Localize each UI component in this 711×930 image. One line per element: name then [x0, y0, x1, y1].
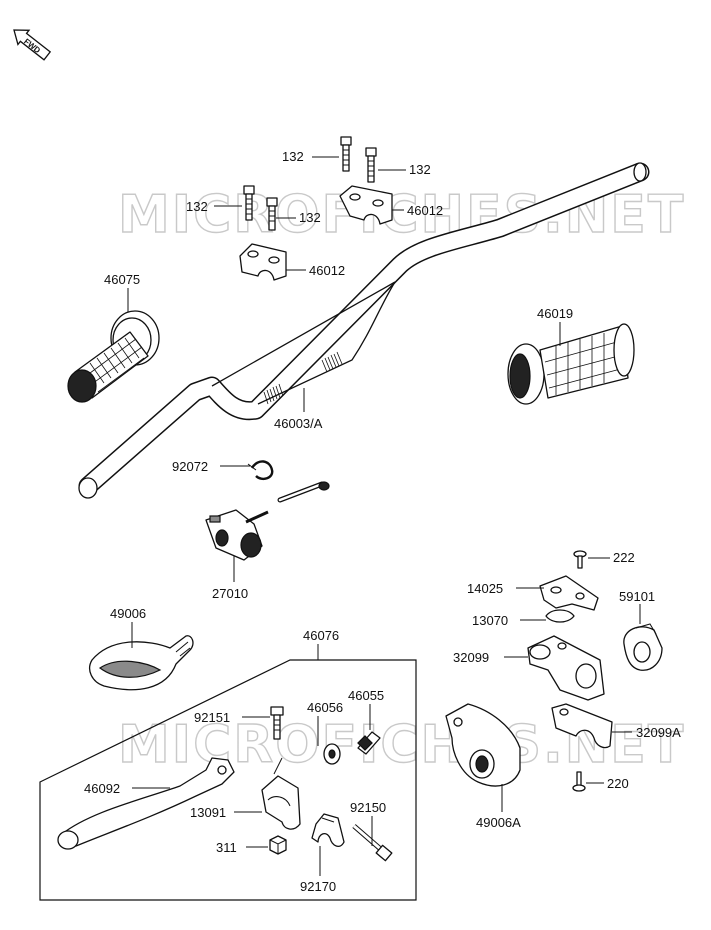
lever-clamp-92170	[311, 813, 345, 847]
handlebar-clamp-lower	[239, 243, 287, 281]
lever-assembly-box	[39, 659, 417, 901]
label-132-c: 132	[186, 199, 208, 214]
kill-switch	[205, 481, 330, 561]
label-46092: 46092	[84, 781, 120, 796]
clutch-lever	[57, 757, 235, 850]
bolt-92150	[352, 824, 393, 862]
label-46076: 46076	[303, 628, 339, 643]
nut-311	[269, 835, 287, 855]
label-132-b: 132	[409, 162, 431, 177]
throttle-guide-59101	[623, 623, 663, 671]
grip-right	[507, 323, 635, 405]
bolt-132-a	[340, 136, 352, 172]
label-13070: 13070	[472, 613, 508, 628]
label-14025: 14025	[467, 581, 503, 596]
fwd-arrow-icon: FWD	[13, 29, 52, 61]
throttle-cap-14025	[539, 575, 599, 611]
lever-holder-13091	[261, 757, 301, 830]
label-92170: 92170	[300, 879, 336, 894]
label-222: 222	[613, 550, 635, 565]
label-46056: 46056	[307, 700, 343, 715]
screw-220	[572, 771, 586, 792]
label-132-a: 132	[282, 149, 304, 164]
throttle-case-32099	[527, 635, 605, 701]
bolt-132-b	[365, 147, 377, 183]
screw-222	[573, 550, 587, 569]
label-46012-upper: 46012	[407, 203, 443, 218]
label-311: 311	[216, 840, 237, 855]
adjuster-46056	[323, 743, 341, 765]
label-92151: 92151	[194, 710, 230, 725]
handlebar	[78, 162, 650, 499]
adjuster-bolt-46055	[357, 731, 381, 755]
label-132-d: 132	[299, 210, 321, 225]
bolt-132-d	[266, 197, 278, 231]
label-32099: 32099	[453, 650, 489, 665]
label-32099A: 32099A	[636, 725, 681, 740]
label-92150: 92150	[350, 800, 386, 815]
label-92072: 92072	[172, 459, 208, 474]
label-59101: 59101	[619, 589, 655, 604]
handlebar-clamp-upper	[339, 185, 393, 225]
label-46012-lower: 46012	[309, 263, 345, 278]
bolt-92151	[270, 706, 284, 740]
gasket-13070	[545, 609, 575, 623]
label-220: 220	[607, 776, 629, 791]
label-46075: 46075	[104, 272, 140, 287]
hose-band	[247, 460, 274, 481]
label-46019: 46019	[537, 306, 573, 321]
leader-lines	[127, 156, 641, 876]
lever-cover	[89, 635, 194, 691]
throttle-case-32099A	[551, 703, 613, 749]
grip-left	[67, 310, 160, 403]
label-13091: 13091	[190, 805, 226, 820]
label-46055: 46055	[348, 688, 384, 703]
throttle-cover-49006A	[445, 703, 521, 787]
label-46003A: 46003/A	[274, 416, 323, 431]
label-27010: 27010	[212, 586, 248, 601]
label-49006A: 49006A	[476, 815, 521, 830]
bolt-132-c	[243, 185, 255, 221]
label-49006: 49006	[110, 606, 146, 621]
